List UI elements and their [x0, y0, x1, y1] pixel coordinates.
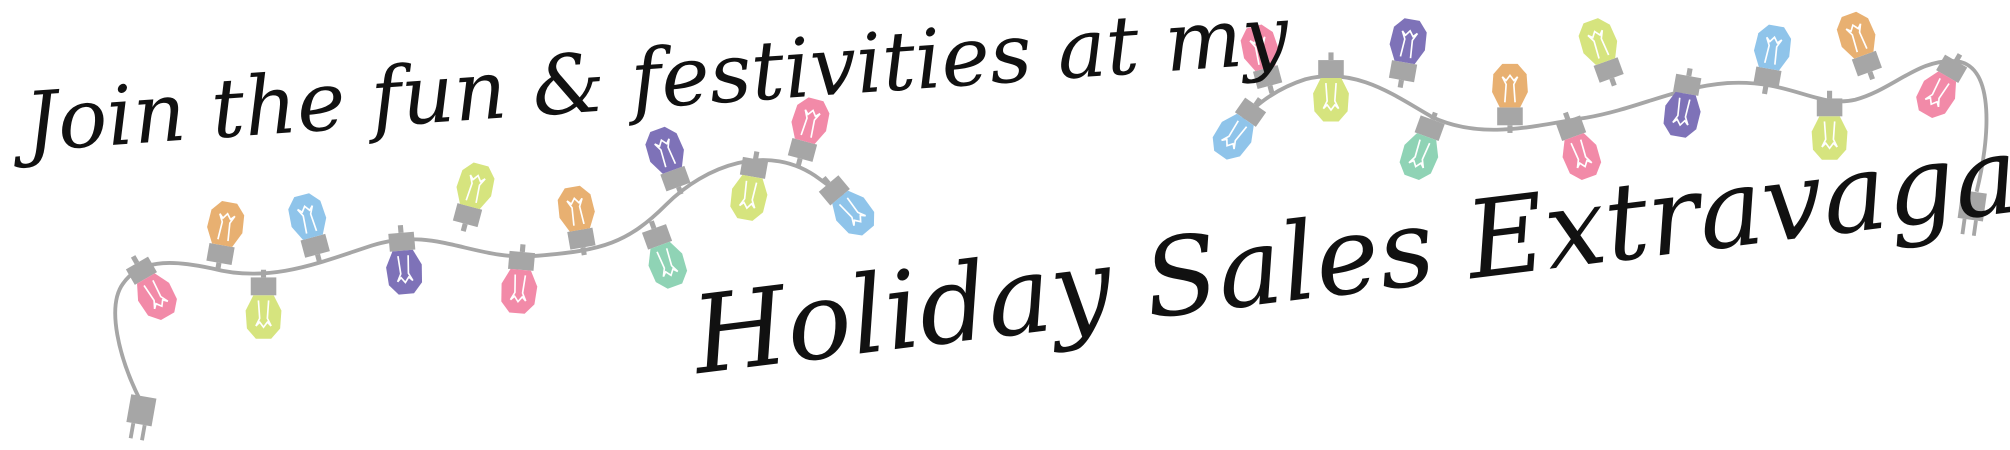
lime-bulb-icon	[245, 269, 282, 339]
purple-bulb-icon	[1663, 67, 1702, 138]
orange-bulb-icon	[206, 201, 245, 271]
right-plug	[1957, 190, 1987, 236]
pink-bulb-icon	[1556, 111, 1602, 181]
blue-bulb-icon	[1753, 24, 1792, 95]
pink-bulb-icon	[125, 255, 177, 321]
pink-bulb-icon	[787, 97, 830, 167]
teal-bulb-icon	[1399, 111, 1445, 181]
lime-bulb-icon	[1811, 90, 1848, 160]
lime-bulb-icon	[1578, 18, 1624, 87]
blue-bulb-icon	[818, 175, 875, 236]
blue-bulb-icon	[288, 193, 330, 263]
teal-bulb-icon	[641, 220, 688, 289]
left-plug	[126, 394, 157, 441]
lime-bulb-icon	[730, 151, 769, 221]
purple-bulb-icon	[1388, 18, 1427, 88]
pink-bulb-icon	[1240, 24, 1283, 94]
purple-bulb-icon	[386, 224, 423, 295]
lime-bulb-icon	[452, 162, 495, 232]
orange-bulb-icon	[1492, 63, 1528, 133]
orange-bulb-icon	[1836, 11, 1882, 81]
pink-bulb-icon	[1916, 53, 1968, 119]
blue-bulb-icon	[1212, 97, 1267, 160]
orange-bulb-icon	[557, 185, 596, 256]
purple-bulb-icon	[645, 126, 691, 196]
pink-bulb-icon	[501, 244, 538, 314]
lime-bulb-icon	[1313, 52, 1349, 122]
banner-line-2: Holiday Sales Extravaganza!	[684, 84, 2010, 399]
